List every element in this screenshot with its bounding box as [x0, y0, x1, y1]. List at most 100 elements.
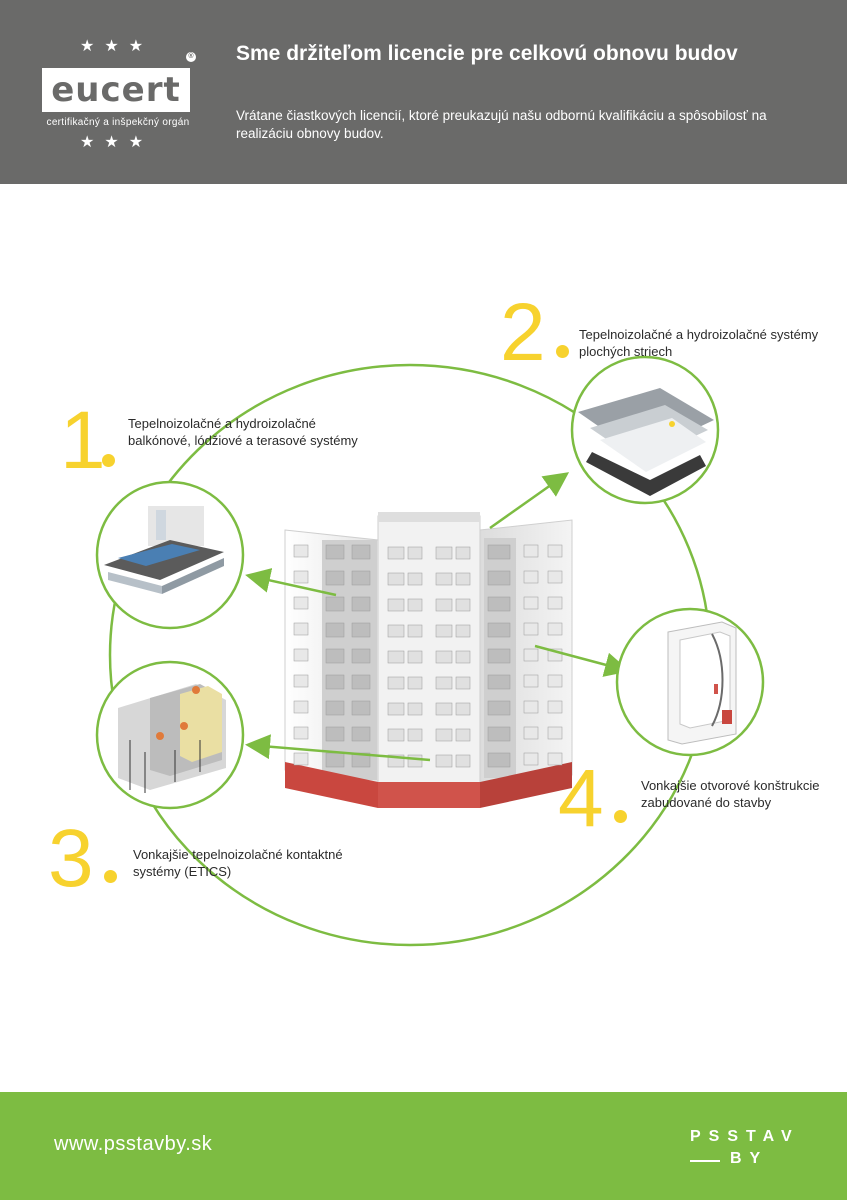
building-window [547, 726, 563, 740]
building-window [523, 700, 539, 714]
item-label-2: Tepelnoizolačné a hydroizolačné systémy … [579, 327, 819, 359]
building-window [351, 648, 371, 664]
building-window [435, 676, 453, 690]
building-window [487, 544, 511, 560]
building-window [407, 598, 423, 612]
building-window [487, 752, 511, 768]
building-window [435, 754, 453, 768]
building-window [293, 544, 309, 558]
building-window [387, 624, 405, 638]
building-window [547, 752, 563, 766]
building-window [351, 544, 371, 560]
building-window [455, 546, 471, 560]
logo-subtitle: certifikačný a inšpekčný orgán [46, 117, 190, 128]
star-icon: ★★★ [80, 132, 154, 151]
building-window [487, 622, 511, 638]
building-window [455, 650, 471, 664]
building-window [407, 546, 423, 560]
building-window [407, 702, 423, 716]
item-number-3: 3 [48, 813, 94, 904]
building-window [407, 728, 423, 742]
eucert-logo: eucert [42, 68, 190, 112]
building-window [547, 596, 563, 610]
building-window [523, 726, 539, 740]
building-window [547, 700, 563, 714]
building-window [387, 572, 405, 586]
building-window [455, 624, 471, 638]
building-window [293, 674, 309, 688]
brand-logo-line1: PSSTAV [690, 1128, 800, 1145]
arrow-icon [489, 472, 570, 530]
building-window [387, 546, 405, 560]
window-frame-icon [615, 607, 765, 757]
building-window [293, 596, 309, 610]
building-window [435, 598, 453, 612]
building-window [351, 570, 371, 586]
registered-mark: ® [186, 52, 196, 62]
building-window [387, 650, 405, 664]
building-window [325, 752, 345, 768]
building-window [325, 648, 345, 664]
item-number-1: 1 [60, 395, 106, 486]
building-window [435, 546, 453, 560]
building-window [325, 700, 345, 716]
number-dot [102, 454, 115, 467]
page-subtitle: Vrátane čiastkových licencií, ktoré preu… [236, 108, 767, 141]
building-window [487, 648, 511, 664]
building-window [351, 700, 371, 716]
building-window [523, 544, 539, 558]
building-window [487, 726, 511, 742]
building-window [407, 624, 423, 638]
item-label-3: Vonkajšie tepelnoizolačné kontaktné syst… [133, 847, 343, 879]
building-window [547, 622, 563, 636]
building-window [387, 598, 405, 612]
building-window [523, 674, 539, 688]
building-window [387, 728, 405, 742]
building-window [455, 702, 471, 716]
building-window [407, 572, 423, 586]
item-number-4: 4 [558, 753, 604, 844]
building-window [547, 570, 563, 584]
header-banner: ★★★ eucert ® certifikačný a inšpekčný or… [0, 0, 847, 184]
building-window [435, 624, 453, 638]
building-window [547, 544, 563, 558]
building-window [435, 728, 453, 742]
building-window [435, 702, 453, 716]
building-window [325, 622, 345, 638]
number-dot [614, 810, 627, 823]
building-window [325, 544, 345, 560]
building-window [487, 700, 511, 716]
building-window [407, 676, 423, 690]
page-title: Sme držiteľom licencie pre celkovú obnov… [236, 42, 738, 65]
building-window [325, 570, 345, 586]
brand-logo-line2: BY [730, 1150, 769, 1167]
star-icon: ★★★ [80, 36, 154, 55]
building-window [523, 570, 539, 584]
building-window [407, 754, 423, 768]
footer-bar [0, 1092, 847, 1200]
building-window [351, 596, 371, 612]
number-dot [556, 345, 569, 358]
building-window [523, 752, 539, 766]
item-label-1: Tepelnoizolačné a hydroizolačné balkónov… [128, 416, 358, 448]
building-window [455, 728, 471, 742]
arrow-icon [245, 734, 431, 762]
building-window [487, 674, 511, 690]
arrow-icon [534, 644, 630, 677]
building-window [387, 702, 405, 716]
flat-roof-icon [570, 355, 720, 505]
logo-wordmark: eucert [51, 70, 181, 110]
number-dot [104, 870, 117, 883]
building-window [351, 622, 371, 638]
arrow-icon [245, 568, 337, 597]
balcony-system-icon [95, 480, 245, 630]
building-window [407, 650, 423, 664]
building-window [523, 596, 539, 610]
building-window [293, 700, 309, 714]
building-window [325, 674, 345, 690]
building-window [455, 598, 471, 612]
building-window [455, 676, 471, 690]
brand-dash [690, 1160, 720, 1162]
website-link[interactable]: www.psstavby.sk [54, 1133, 213, 1155]
building-window [293, 726, 309, 740]
